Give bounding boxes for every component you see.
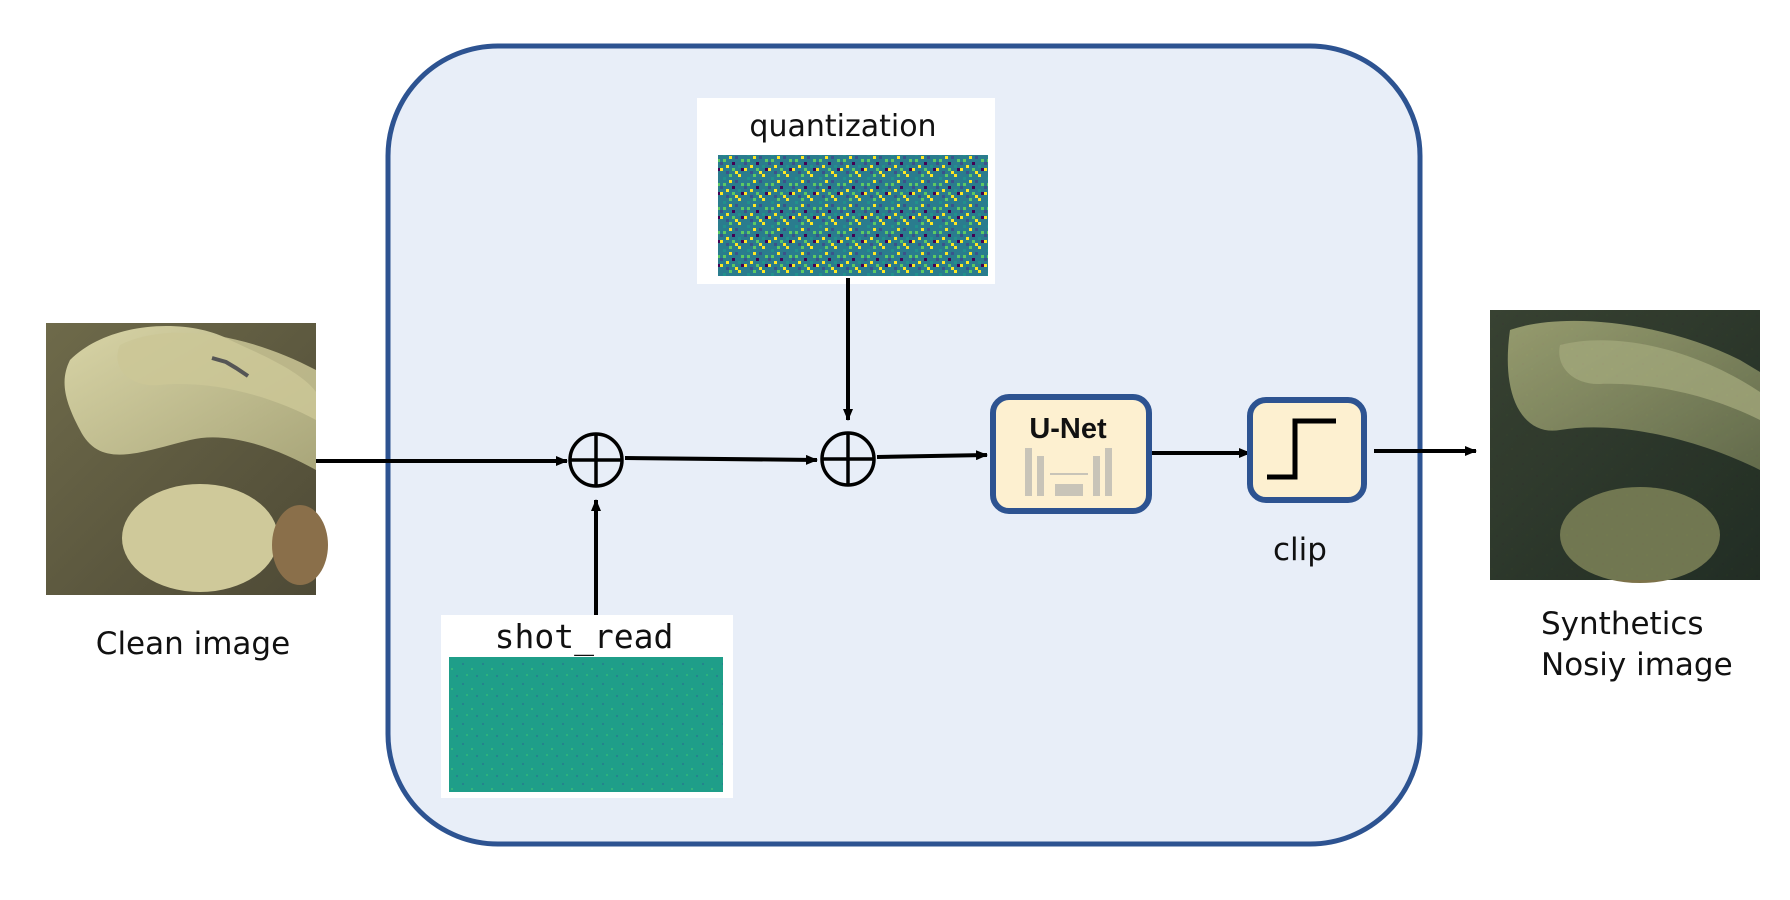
arrow-sum2-to-unet <box>876 450 988 461</box>
unet-label: U-Net <box>1029 413 1107 445</box>
clip-label: clip <box>1273 532 1327 568</box>
output-label-line1: Synthetics <box>1541 606 1704 642</box>
quantization-label: quantization <box>749 109 936 144</box>
clean-image <box>46 323 328 595</box>
shot-read-noise-map <box>449 657 723 792</box>
clean-image-label: Clean image <box>96 626 290 662</box>
unet-block <box>990 394 1152 514</box>
unet-architecture-icon <box>1025 448 1112 496</box>
synthetic-noisy-image <box>1490 310 1760 583</box>
output-label-line2: Nosiy image <box>1541 647 1733 683</box>
step-function-icon <box>1267 418 1336 480</box>
arrow-sum1-to-sum2 <box>624 454 818 465</box>
shot-read-label: shot_read <box>495 617 674 657</box>
quantization-noise-map <box>718 155 988 276</box>
clip-block <box>1247 397 1367 503</box>
sum-node-1 <box>568 432 624 488</box>
sum-node-2 <box>820 431 876 487</box>
